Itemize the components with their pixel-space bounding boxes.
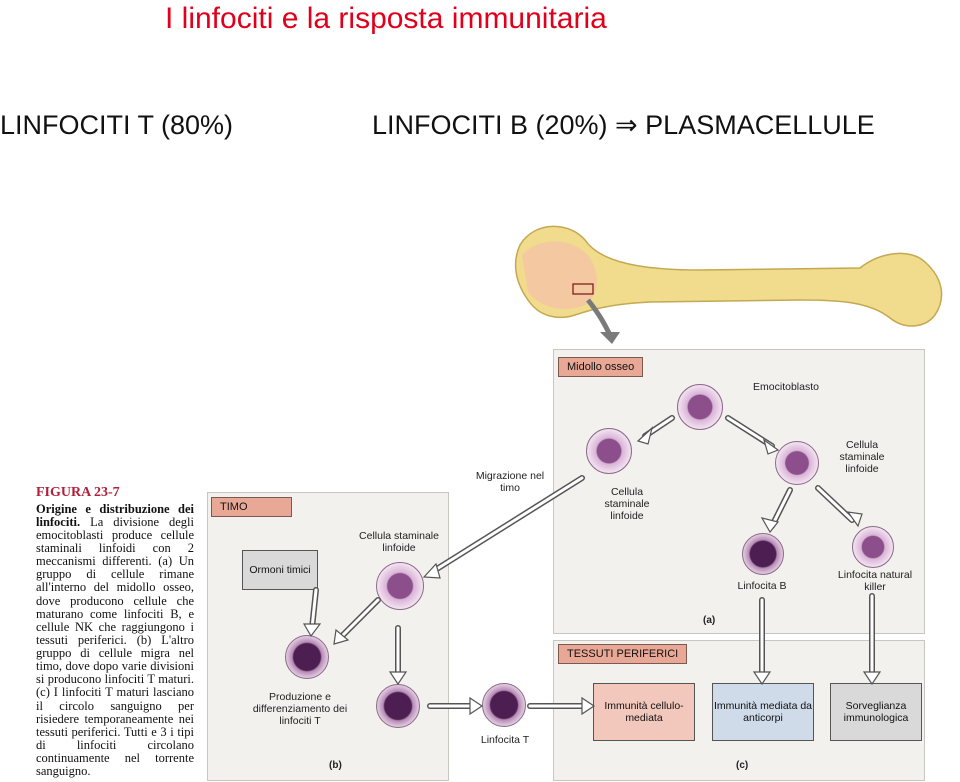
subtitle-linfociti-t: LINFOCITI T (80%) <box>0 110 234 140</box>
arrowhead-to-b <box>760 517 780 534</box>
arrowhead-to-t <box>469 696 484 716</box>
slide-title: I linfociti e la risposta immunitaria <box>165 2 607 35</box>
label-staminale-a-left: Cellula staminale linfoide <box>604 486 650 523</box>
arrowhead-to-cell-med <box>581 696 596 716</box>
arrowhead-stem-mature <box>388 671 408 686</box>
femur-shape <box>514 225 943 327</box>
label-staminale-a-right: Cellula staminale linfoide <box>839 439 885 476</box>
arrowhead-nk-down <box>862 671 882 686</box>
panel-a-letter: (a) <box>703 615 716 626</box>
box-sorveglianza: Sorveglianza immunologica <box>830 683 922 741</box>
zoom-arrow-head <box>600 332 620 344</box>
label-staminale-b: Cellula staminale linfoide <box>359 530 439 555</box>
arrow-group <box>309 415 875 709</box>
caption-text: La divisione degli emocitoblasti produce… <box>36 514 194 779</box>
arrowhead-stem-div <box>333 628 350 645</box>
panel-midollo-osseo <box>553 349 925 634</box>
marrow-zoom-marker <box>572 283 594 295</box>
label-nk: Linfocita natural killer <box>837 569 913 594</box>
cell-timo-dividing <box>285 635 329 679</box>
panel-b-letter: (b) <box>329 760 342 771</box>
arrowhead-ormoni <box>302 623 322 638</box>
marrow-region <box>522 241 597 310</box>
cell-linfocita-b <box>742 533 784 575</box>
caption-heading: Origine e distribuzione dei linfociti. <box>36 501 194 529</box>
label-linfocita-t: Linfocita T <box>480 734 530 746</box>
cell-staminale-a-left <box>586 428 632 474</box>
arrowhead-emo-right <box>762 438 780 455</box>
cell-staminale-b <box>376 562 424 610</box>
cell-staminale-a-right <box>775 441 819 485</box>
arrowhead-b-down <box>752 671 772 686</box>
cell-nk <box>852 526 894 568</box>
panel-c-letter: (c) <box>736 760 749 771</box>
label-migrazione: Migrazione nel timo <box>475 470 545 495</box>
subtitle-linfociti-b: LINFOCITI B (20%) ⇒ PLASMACELLULE <box>372 110 875 140</box>
arrowhead-emo-left <box>636 426 654 445</box>
box-ormoni-timici: Ormoni timici <box>242 550 318 590</box>
label-produzione: Produzione e differenziamento dei linfoc… <box>252 691 348 728</box>
panel-timo <box>207 492 449 781</box>
label-linfocita-b: Linfocita B <box>737 580 787 592</box>
tag-tessuti-periferici: TESSUTI PERIFERICI <box>558 644 688 664</box>
caption-figure-number: FIGURA 23-7 <box>36 485 120 500</box>
arrowhead-to-nk <box>846 511 863 528</box>
cell-linfocita-t <box>482 683 526 727</box>
figure-caption: FIGURA 23-7 Origine e distribuzione dei … <box>36 485 194 779</box>
arrowhead-migration <box>422 562 441 579</box>
cell-emocitoblasto <box>677 384 723 430</box>
box-immunita-cellulo: Immunità cellulo-mediata <box>593 683 695 741</box>
tag-timo: TIMO <box>211 497 292 517</box>
tag-midollo-osseo: Midollo osseo <box>558 357 644 377</box>
label-emocitoblasto: Emocitoblasto <box>753 381 819 393</box>
